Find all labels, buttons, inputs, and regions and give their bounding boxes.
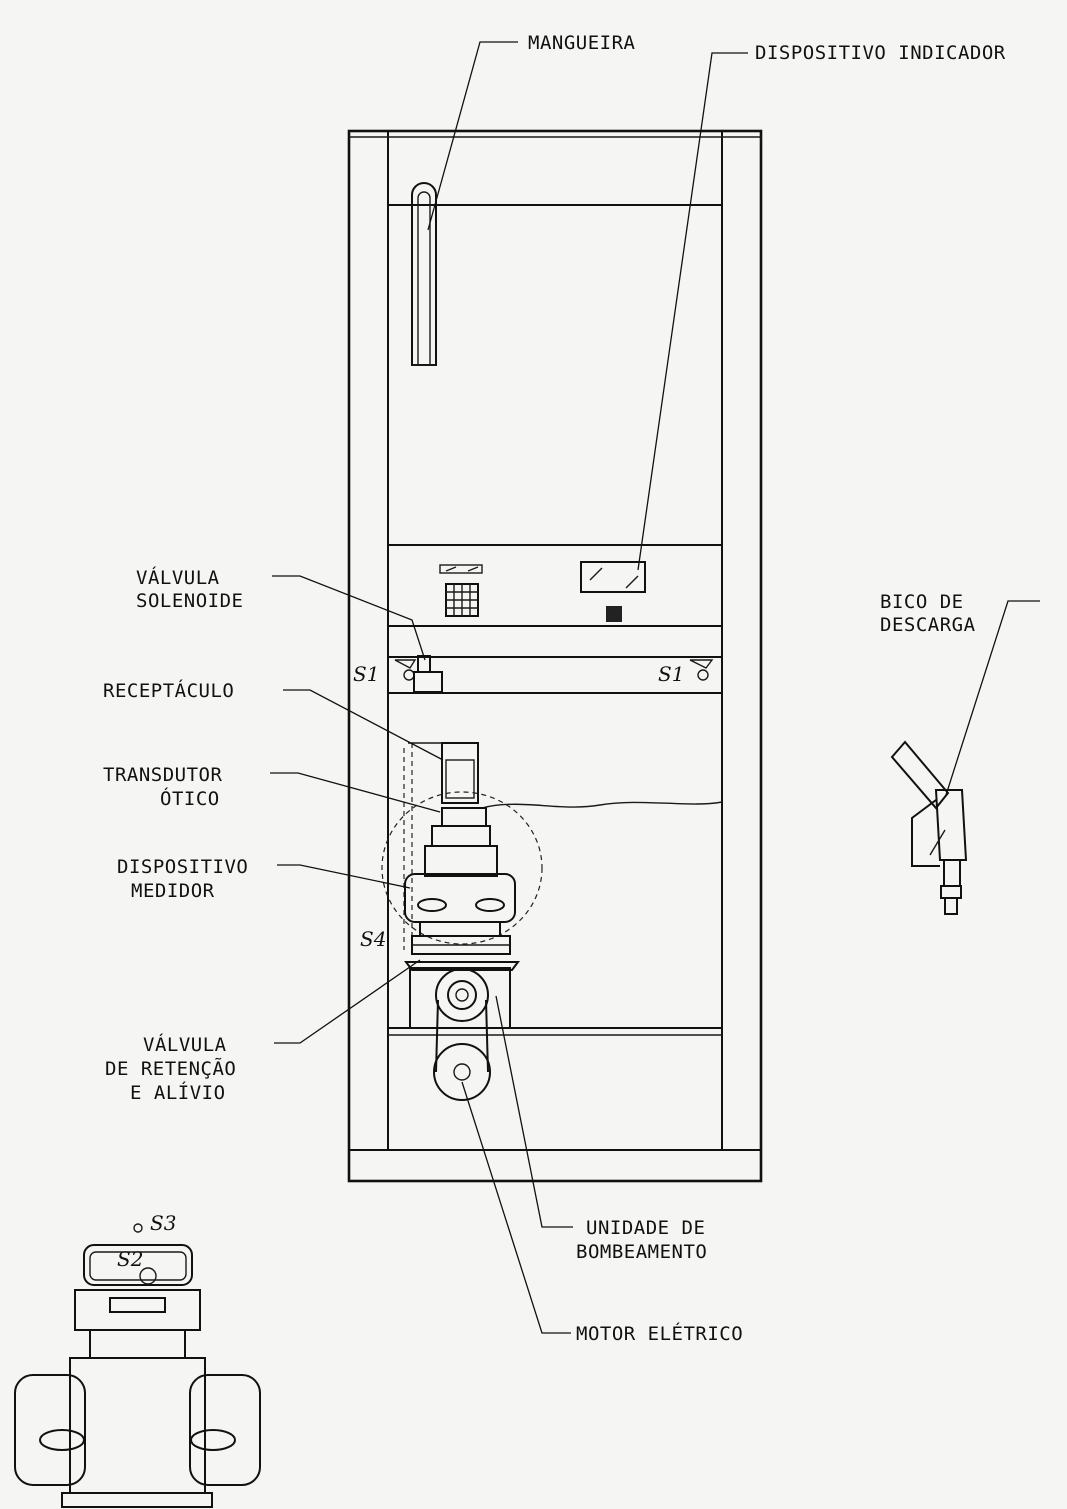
- discharge-nozzle-drawing: [890, 740, 968, 915]
- label-retencao-line2: DE RETENÇÃO: [105, 1057, 236, 1080]
- label-receptaculo: RECEPTÁCULO: [103, 679, 234, 702]
- electric-motor-drawing: [433, 999, 491, 1101]
- seal-tag-s2: S2: [117, 1247, 143, 1271]
- label-transdutor-line2: ÓTICO: [160, 786, 220, 810]
- cabinet-frame: [347, 129, 763, 1183]
- label-bico-line1: BICO DE: [880, 591, 964, 613]
- meter-assembly-drawing: [381, 791, 543, 955]
- label-valvula-solenoide-line2: SOLENOIDE: [136, 590, 243, 612]
- label-medidor-line2: MEDIDOR: [131, 880, 215, 902]
- pump-unit-drawing: [404, 961, 520, 1029]
- receptacle-drawing: [403, 742, 479, 950]
- label-bico-line2: DESCARGA: [880, 614, 976, 636]
- label-bombeamento-line1: UNIDADE DE: [586, 1217, 705, 1239]
- component-labels: MANGUEIRA DISPOSITIVO INDICADOR VÁLVULA …: [103, 32, 1006, 1345]
- display-window: [580, 561, 646, 622]
- label-retencao-line1: VÁLVULA: [143, 1033, 227, 1056]
- label-retencao-line3: E ALÍVIO: [130, 1081, 226, 1104]
- seal-tag-s1-right: S1: [658, 662, 684, 686]
- meter-detail-view: [14, 1223, 261, 1508]
- seal-tags: S1 S1 S2 S3 S4: [117, 662, 684, 1271]
- leader-lines: [270, 41, 1040, 1334]
- label-bombeamento-line2: BOMBEAMENTO: [576, 1241, 707, 1263]
- seal-tag-s3: S3: [150, 1211, 176, 1235]
- seal-tag-s4: S4: [360, 927, 386, 951]
- label-medidor-line1: DISPOSITIVO: [117, 856, 248, 878]
- label-dispositivo-indicador: DISPOSITIVO INDICADOR: [755, 42, 1006, 64]
- label-valvula-solenoide-line1: VÁLVULA: [136, 566, 220, 589]
- label-mangueira: MANGUEIRA: [528, 32, 636, 54]
- label-transdutor-line1: TRANSDUTOR: [103, 764, 222, 786]
- keypad-panel: [439, 564, 483, 617]
- label-motor: MOTOR ELÉTRICO: [576, 1322, 743, 1345]
- seal-tag-s1-left: S1: [353, 662, 379, 686]
- hose-drawing: [411, 182, 437, 366]
